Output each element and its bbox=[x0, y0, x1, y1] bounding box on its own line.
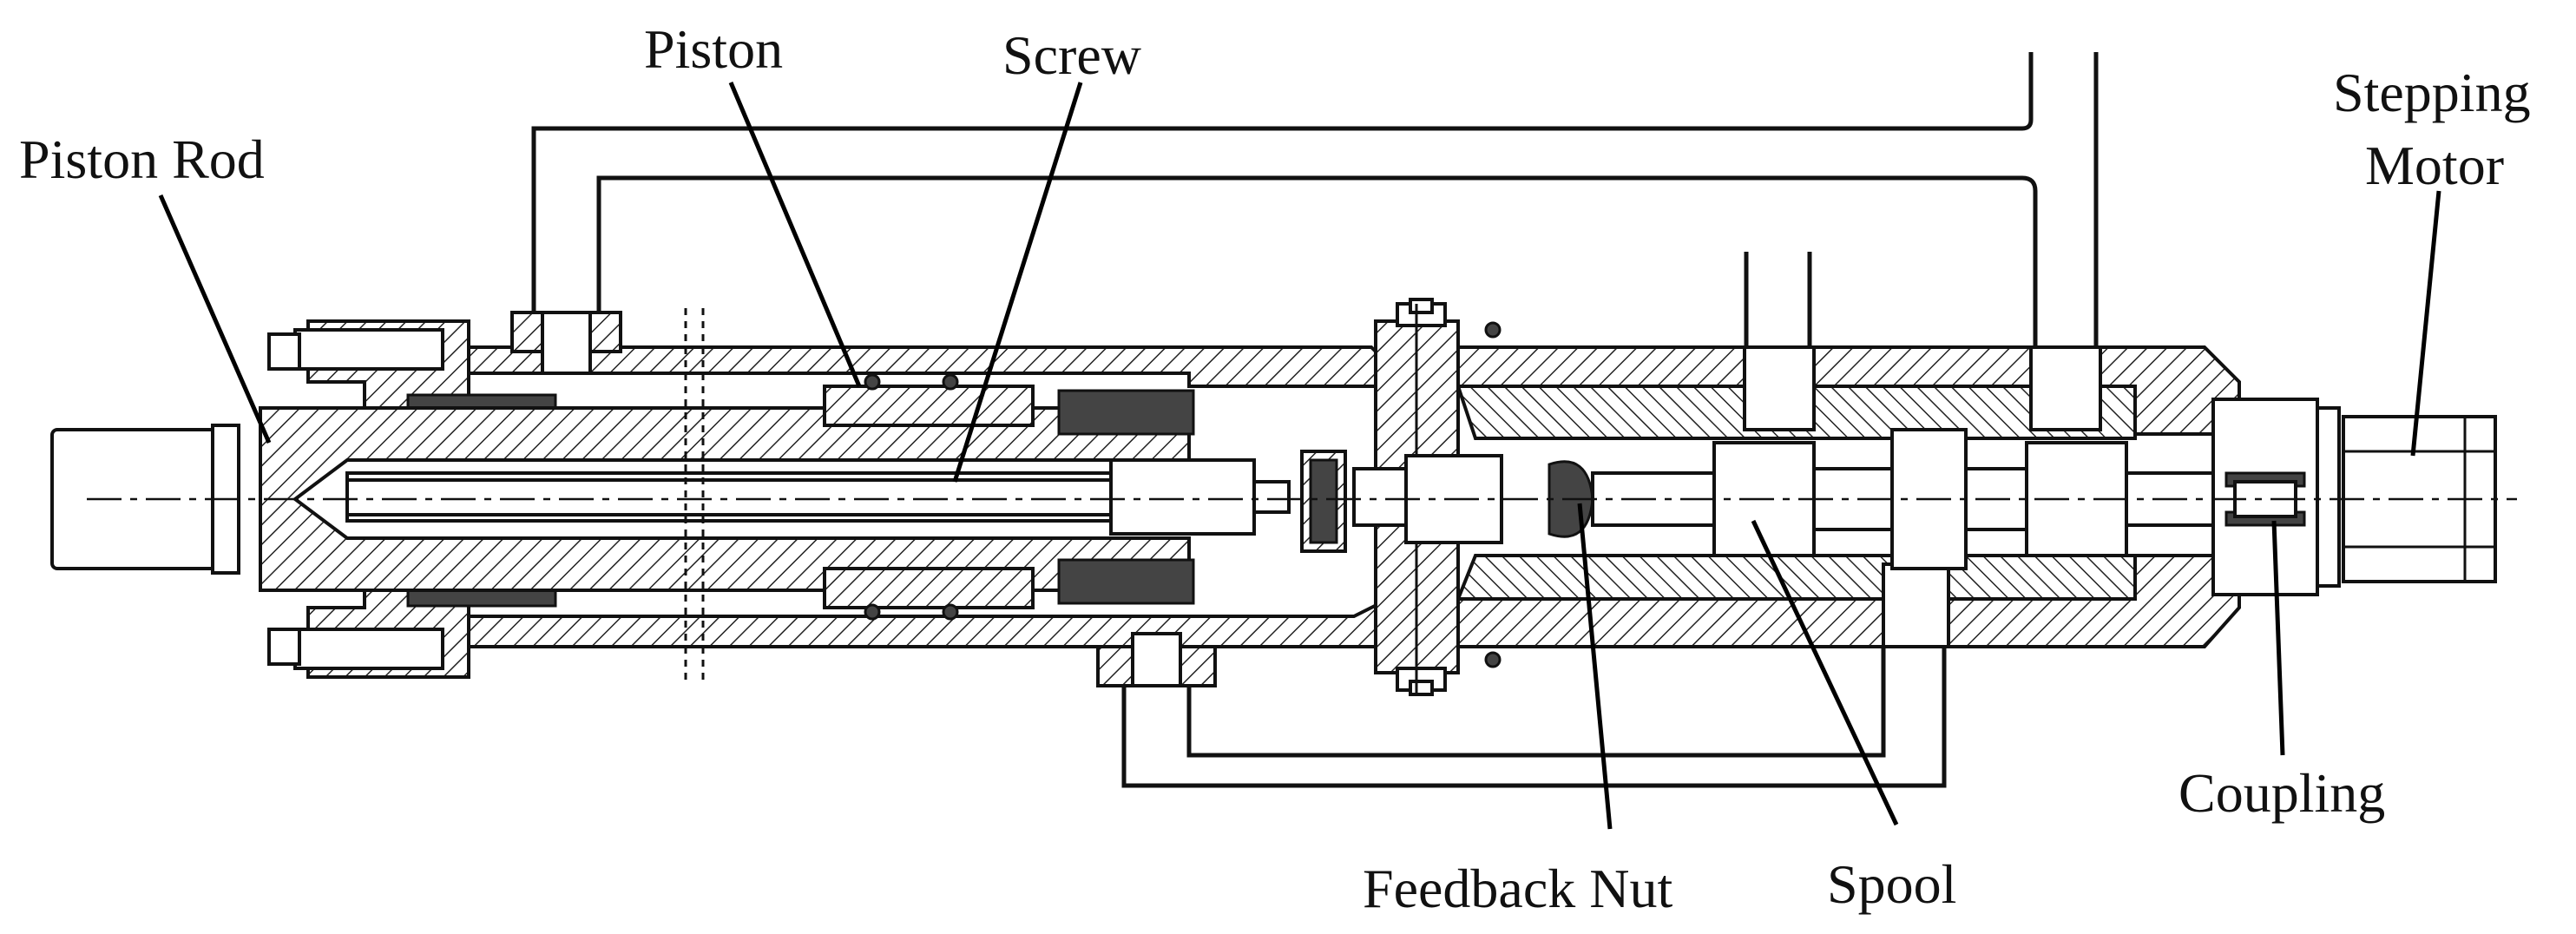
label-stepping-motor-line2: Motor bbox=[2365, 135, 2504, 196]
section-cut-marks bbox=[684, 308, 705, 686]
label-coupling: Coupling bbox=[2178, 762, 2385, 824]
upper-oil-pipe bbox=[531, 52, 2099, 347]
label-spool: Spool bbox=[1827, 853, 1956, 915]
label-stepping-motor-line1: Stepping bbox=[2333, 62, 2531, 123]
cylinder-body bbox=[467, 345, 2241, 648]
screw bbox=[345, 458, 1291, 536]
label-piston-rod: Piston Rod bbox=[19, 128, 265, 190]
label-feedback-nut: Feedback Nut bbox=[1363, 858, 1672, 919]
bearing-assembly bbox=[1300, 450, 1408, 553]
coupling bbox=[2211, 398, 2319, 596]
lower-oil-pipe bbox=[1121, 642, 1947, 788]
label-piston: Piston bbox=[644, 18, 783, 80]
label-leaders bbox=[158, 82, 2441, 830]
stepping-motor bbox=[2316, 406, 2497, 588]
label-screw: Screw bbox=[1002, 24, 1141, 86]
front-gland bbox=[267, 319, 557, 679]
cylinder-ports bbox=[510, 311, 2102, 687]
